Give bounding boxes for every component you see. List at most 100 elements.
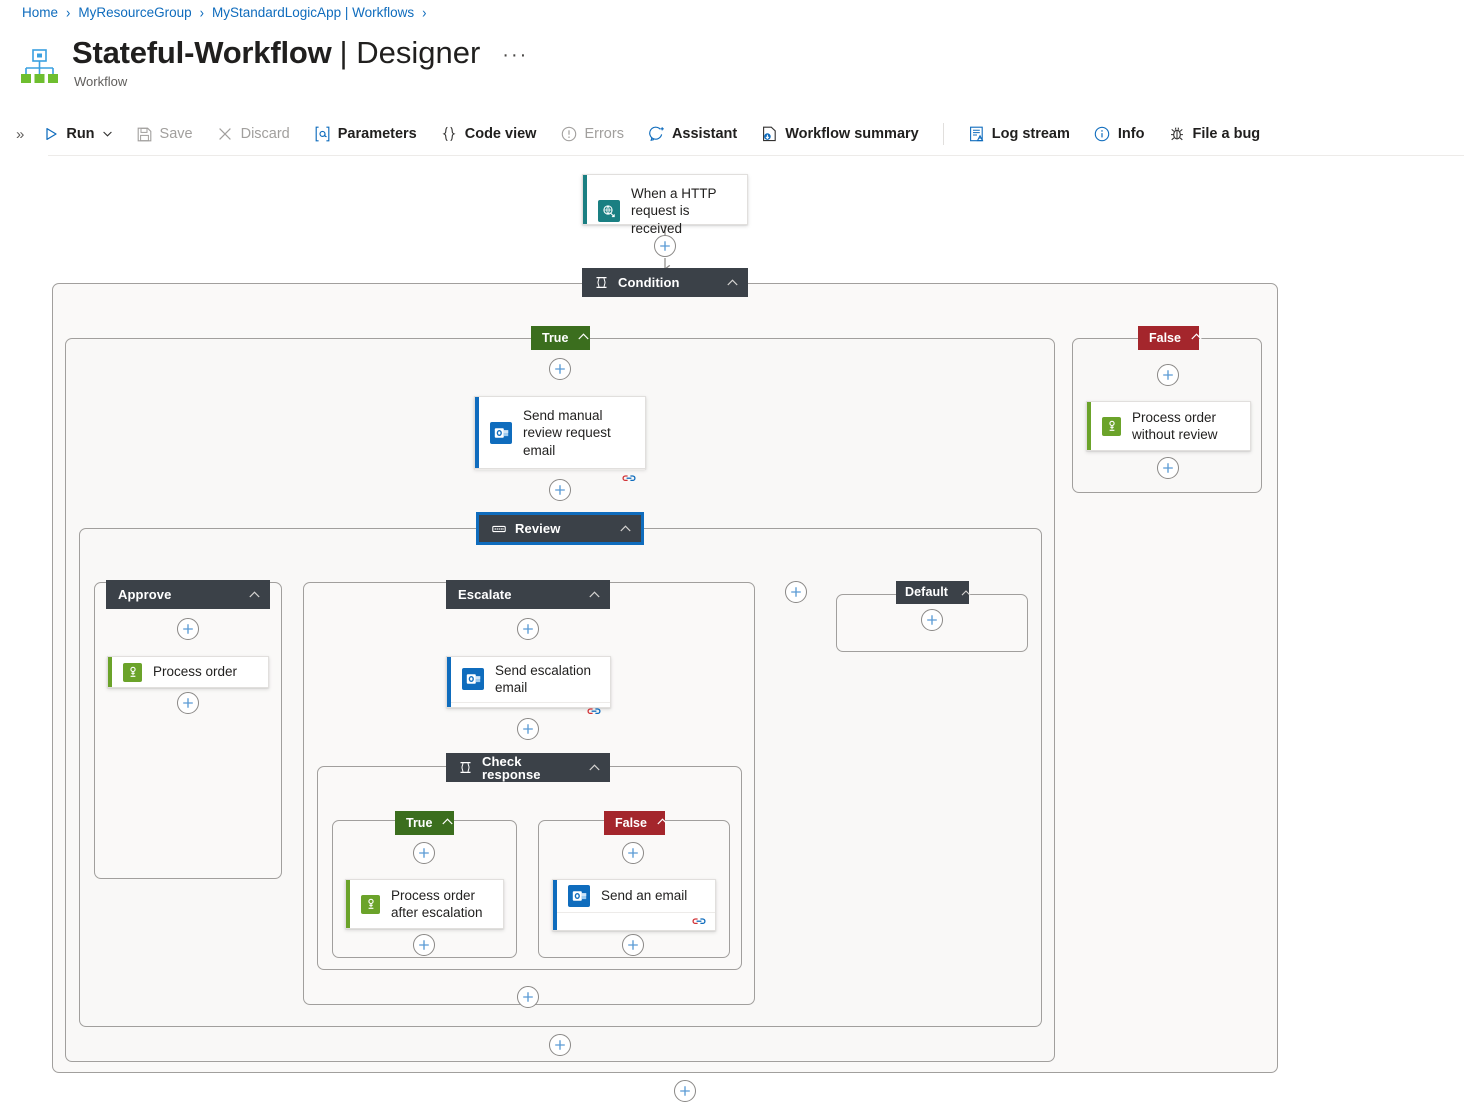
chevron-up-icon[interactable] (1191, 333, 1202, 343)
breadcrumb-item-home[interactable]: Home (22, 5, 59, 20)
discard-button[interactable]: Discard (206, 120, 301, 149)
file-a-bug-button[interactable]: File a bug (1157, 120, 1271, 149)
code-view-label: Code view (464, 125, 537, 142)
chevron-up-icon[interactable] (249, 589, 260, 601)
play-icon (42, 126, 59, 143)
link-icon[interactable] (622, 470, 636, 488)
info-icon (1094, 126, 1111, 143)
add-case-button[interactable] (785, 581, 807, 603)
add-action-button-true-branch[interactable] (549, 358, 571, 380)
condition-true-branch-badge[interactable]: True (531, 326, 590, 350)
code-view-icon (441, 126, 458, 143)
condition-icon (458, 760, 473, 775)
discard-label: Discard (240, 125, 290, 142)
switch-node-review[interactable]: Review (477, 513, 643, 544)
add-action-button-after-process-order-after-escalation[interactable] (413, 934, 435, 956)
add-action-button-after-process-order-without-review[interactable] (1157, 457, 1179, 479)
condition-node-check-response[interactable]: Check response (446, 753, 610, 782)
link-icon[interactable] (692, 913, 706, 931)
action-node-process-order-without-review[interactable]: Process order without review (1086, 401, 1251, 451)
action-node-label: Send escalation email (495, 663, 592, 696)
save-button[interactable]: Save (125, 120, 204, 149)
commandbar-underline (48, 155, 1464, 156)
add-action-button-false-branch[interactable] (1157, 364, 1179, 386)
chevron-up-icon[interactable] (620, 523, 631, 535)
breadcrumb-item-resource-group[interactable]: MyResourceGroup (78, 5, 192, 20)
check-true-label: True (406, 815, 433, 830)
chevron-up-icon[interactable] (961, 587, 971, 599)
outlook-icon (568, 885, 590, 907)
action-node-send-escalation-email[interactable]: Send escalation email (446, 656, 611, 714)
link-icon[interactable] (587, 703, 601, 721)
bug-icon (1168, 126, 1185, 143)
action-node-process-order[interactable]: Process order (107, 656, 269, 688)
node-accent-bar (1087, 402, 1091, 450)
parameters-button[interactable]: Parameters (303, 120, 428, 149)
trigger-node-when-a-http-request-is-received[interactable]: When a HTTP request is received (582, 174, 748, 236)
action-node-send-manual-review-request-email[interactable]: Send manual review request email (474, 396, 646, 481)
page-subtitle: Workflow (74, 73, 128, 89)
action-node-label: Process order after escalation (391, 887, 483, 920)
add-action-button-check-false[interactable] (622, 842, 644, 864)
parameters-icon (314, 126, 331, 143)
errors-button[interactable]: Errors (549, 120, 634, 149)
chevron-up-icon[interactable] (727, 277, 738, 289)
case-approve-label: Approve (118, 587, 172, 602)
condition-node-label: Condition (618, 275, 680, 290)
save-label: Save (159, 125, 193, 142)
check-false-label: False (615, 815, 647, 830)
errors-label: Errors (584, 125, 624, 142)
chevron-up-icon[interactable] (589, 589, 600, 601)
add-action-button-after-send-manual-review[interactable] (549, 479, 571, 501)
run-button[interactable]: Run (31, 120, 122, 149)
expand-commandbar-button[interactable]: » (16, 125, 24, 143)
check-response-false-badge[interactable]: False (604, 811, 668, 835)
info-button[interactable]: Info (1083, 120, 1156, 149)
run-label: Run (66, 125, 95, 142)
chevron-up-icon[interactable] (657, 818, 668, 828)
node-accent-bar (475, 397, 479, 468)
case-node-approve[interactable]: Approve (106, 580, 270, 609)
case-node-default[interactable]: Default (896, 581, 971, 604)
node-accent-bar (553, 880, 557, 930)
node-accent-bar (108, 657, 112, 687)
commandbar-divider (942, 123, 944, 145)
chevron-up-icon[interactable] (589, 762, 600, 774)
action-node-process-order-after-escalation[interactable]: Process order after escalation (345, 879, 504, 929)
add-action-button-workflow-end[interactable] (674, 1080, 696, 1102)
add-action-button-default[interactable] (921, 609, 943, 631)
action-node-send-an-email[interactable]: Send an email (552, 879, 716, 931)
service-bus-icon (1102, 416, 1121, 436)
breadcrumb-item-logic-app[interactable]: MyStandardLogicApp | Workflows (212, 5, 415, 20)
check-response-true-badge[interactable]: True (395, 811, 454, 835)
add-action-button-escalate[interactable] (517, 618, 539, 640)
add-action-button-after-process-order[interactable] (177, 692, 199, 714)
parameters-label: Parameters (337, 125, 417, 142)
case-node-escalate[interactable]: Escalate (446, 580, 610, 609)
command-bar: » Run Save Discard Parameters (0, 112, 1464, 156)
assistant-label: Assistant (671, 125, 738, 142)
condition-false-label: False (1149, 330, 1181, 345)
add-action-button-after-send-an-email[interactable] (622, 934, 644, 956)
assistant-button[interactable]: Assistant (637, 120, 748, 149)
breadcrumb-separator: › (199, 3, 204, 22)
add-action-button-approve[interactable] (177, 618, 199, 640)
case-default-label: Default (905, 585, 949, 600)
workflow-designer-canvas[interactable]: When a HTTP request is received Conditio… (0, 157, 1464, 1108)
log-stream-button[interactable]: Log stream (957, 120, 1081, 149)
add-action-button-check-true[interactable] (413, 842, 435, 864)
more-options-button[interactable]: ··· (502, 43, 529, 66)
add-action-button-after-send-escalation-email[interactable] (517, 718, 539, 740)
condition-node[interactable]: Condition (582, 268, 748, 297)
condition-true-label: True (542, 330, 569, 345)
chevron-up-icon[interactable] (578, 333, 590, 343)
logic-app-workflow-icon (18, 45, 62, 89)
service-bus-icon (361, 894, 380, 914)
condition-false-branch-badge[interactable]: False (1138, 326, 1202, 350)
workflow-summary-button[interactable]: Workflow summary (750, 120, 930, 149)
add-action-button-escalate-bottom[interactable] (517, 986, 539, 1008)
add-action-button-true-branch-bottom[interactable] (549, 1034, 571, 1056)
add-action-button-after-trigger[interactable] (654, 235, 676, 257)
code-view-button[interactable]: Code view (430, 120, 548, 149)
chevron-up-icon[interactable] (442, 818, 454, 828)
